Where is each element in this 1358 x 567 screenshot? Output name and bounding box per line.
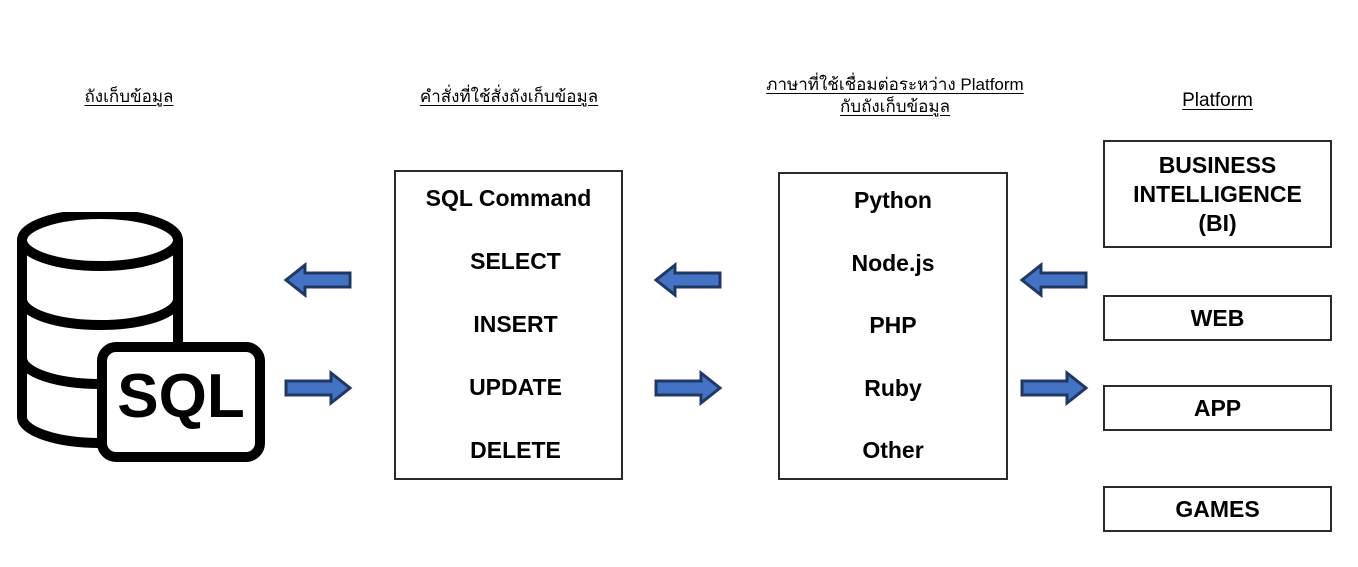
arrow-left-icon [653,261,722,299]
platform-box-app: APP [1103,385,1332,431]
platform-box-games: GAMES [1103,486,1332,532]
column-header-language: ภาษาที่ใช้เชื่อมต่อระหว่าง Platform กับถ… [740,74,1050,118]
platform-box-web: WEB [1103,295,1332,341]
arrow-left-icon [283,261,352,299]
column-header-storage: ถังเก็บข้อมูล [18,86,240,108]
sql-command-title: SQL Command [425,185,592,211]
arrow-left-icon-command [653,261,723,299]
language-item-ruby: Ruby [864,374,922,401]
sql-database-cylinder-icon: SQL [17,209,265,462]
arrow-left-icon-language [1019,261,1089,299]
sql-badge-label: SQL [117,362,244,431]
language-item-nodejs: Node.js [851,249,935,276]
platform-box-business-intelligence: BUSINESS INTELLIGENCE (BI) [1103,140,1332,248]
arrow-right-icon [1020,369,1089,407]
column-header-language-label-line1: ภาษาที่ใช้เชื่อมต่อระหว่าง Platform [766,75,1024,94]
column-header-language-label-line2: กับถังเก็บข้อมูล [839,97,951,116]
arrow-right-icon-storage [283,369,353,407]
arrow-right-icon [654,369,723,407]
sql-command-item-update: UPDATE [469,374,562,400]
column-header-command-label: คำสั่งที่ใช้สั่งถังเก็บข้อมูล [419,87,599,106]
arrow-right-icon-language [1019,369,1089,407]
column-header-platform-label: Platform [1182,90,1253,111]
arrow-left-icon-storage [283,261,353,299]
arrow-right-icon [284,369,353,407]
column-header-platform: Platform [1103,90,1332,112]
language-box: Python Node.js PHP Ruby Other [778,172,1008,480]
sql-command-item-select: SELECT [470,248,561,274]
language-item-php: PHP [869,312,917,338]
arrow-left-icon [1019,261,1088,299]
column-header-storage-label: ถังเก็บข้อมูล [84,87,174,106]
arrow-right-icon-command [653,369,723,407]
language-item-other: Other [862,437,924,463]
sql-command-item-delete: DELETE [470,437,561,463]
language-item-python: Python [854,187,932,213]
column-header-command: คำสั่งที่ใช้สั่งถังเก็บข้อมูล [385,86,633,108]
sql-command-box: SQL Command SELECT INSERT UPDATE DELETE [394,170,623,480]
sql-database-icon: SQL [10,209,270,470]
sql-command-item-insert: INSERT [473,311,558,337]
